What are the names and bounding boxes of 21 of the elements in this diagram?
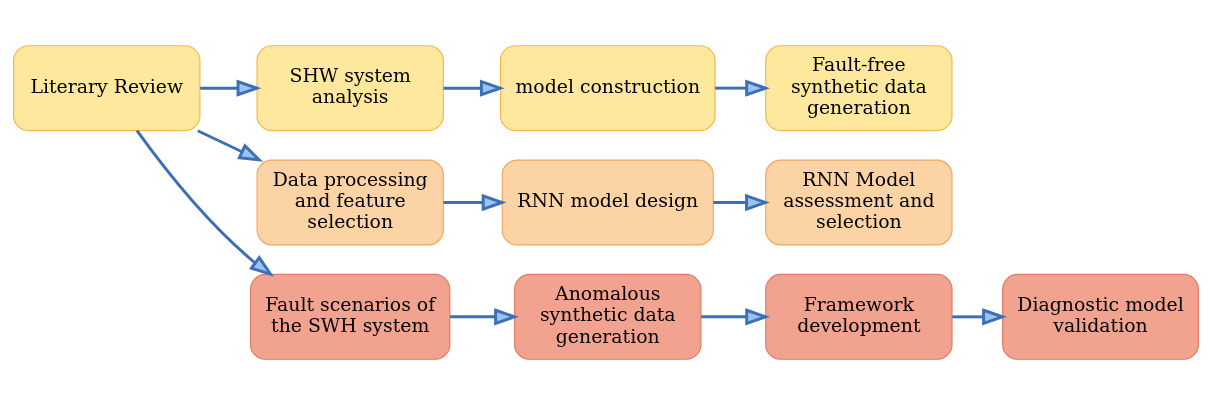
arrow: [450, 307, 519, 326]
arrow: [701, 307, 771, 326]
arrow: [952, 307, 1007, 326]
node-box: Data processing and feature selection: [256, 158, 444, 246]
arrow: [443, 78, 505, 97]
node-box: model construction: [499, 44, 716, 131]
arrow: [715, 78, 770, 97]
node-box: RNN model design: [501, 158, 714, 246]
node-box: Fault scenarios of the SWH system: [250, 273, 451, 360]
node-box: Literary Review: [13, 44, 201, 131]
node-box: Anomalous synthetic data generation: [514, 273, 702, 360]
arrow: [200, 78, 262, 97]
node-box: RNN Model assessment and selection: [765, 158, 953, 246]
arrow: [713, 193, 770, 211]
node-box: Fault-free synthetic data generation: [765, 44, 953, 131]
node-box: Framework development: [765, 273, 953, 360]
arrow: [135, 129, 275, 277]
arrow: [443, 193, 507, 211]
node-box: Diagnostic model validation: [1002, 273, 1199, 360]
arrow: [197, 128, 264, 162]
node-box: SHW system analysis: [256, 44, 444, 131]
